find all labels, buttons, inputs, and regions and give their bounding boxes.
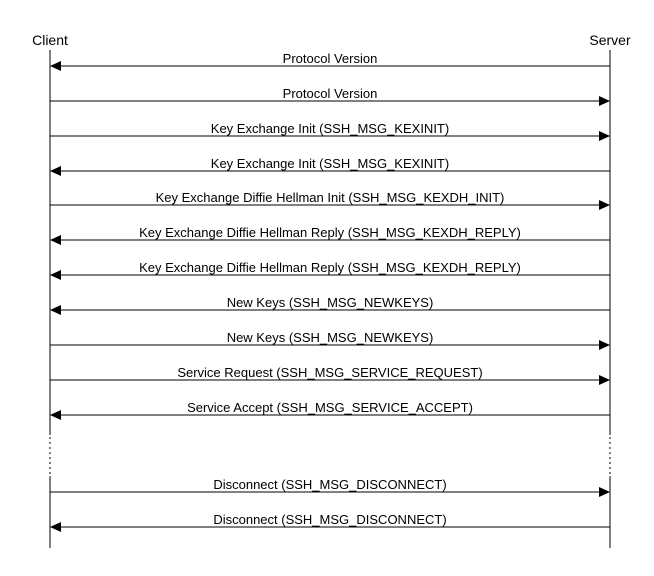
arrowhead-right-icon — [599, 487, 610, 497]
arrowhead-left-icon — [50, 410, 61, 420]
message-label: New Keys (SSH_MSG_NEWKEYS) — [227, 295, 434, 310]
message-label: Service Request (SSH_MSG_SERVICE_REQUEST… — [177, 365, 482, 380]
arrowhead-left-icon — [50, 166, 61, 176]
message-label: Protocol Version — [283, 86, 378, 101]
message-label: Key Exchange Init (SSH_MSG_KEXINIT) — [211, 121, 449, 136]
message-label: Protocol Version — [283, 51, 378, 66]
message-label: Disconnect (SSH_MSG_DISCONNECT) — [213, 477, 446, 492]
message-label: Disconnect (SSH_MSG_DISCONNECT) — [213, 512, 446, 527]
message-arrow: New Keys (SSH_MSG_NEWKEYS) — [50, 330, 610, 350]
arrowhead-right-icon — [599, 340, 610, 350]
arrowhead-right-icon — [599, 200, 610, 210]
arrowhead-left-icon — [50, 61, 61, 71]
arrowhead-left-icon — [50, 522, 61, 532]
message-label: New Keys (SSH_MSG_NEWKEYS) — [227, 330, 434, 345]
message-arrow: Service Accept (SSH_MSG_SERVICE_ACCEPT) — [50, 400, 610, 420]
arrowhead-right-icon — [599, 375, 610, 385]
message-arrow: Protocol Version — [50, 51, 610, 71]
arrowhead-right-icon — [599, 96, 610, 106]
server-participant-label: Server — [589, 32, 631, 48]
message-arrow: Disconnect (SSH_MSG_DISCONNECT) — [50, 512, 610, 532]
arrowhead-left-icon — [50, 305, 61, 315]
client-participant-label: Client — [32, 32, 68, 48]
message-label: Service Accept (SSH_MSG_SERVICE_ACCEPT) — [187, 400, 473, 415]
message-arrow: Key Exchange Init (SSH_MSG_KEXINIT) — [50, 156, 610, 176]
message-arrow: Disconnect (SSH_MSG_DISCONNECT) — [50, 477, 610, 497]
message-arrow: Key Exchange Init (SSH_MSG_KEXINIT) — [50, 121, 610, 141]
message-arrow: Key Exchange Diffie Hellman Reply (SSH_M… — [50, 225, 610, 245]
message-arrow: Key Exchange Diffie Hellman Reply (SSH_M… — [50, 260, 610, 280]
message-arrow: Protocol Version — [50, 86, 610, 106]
arrowhead-right-icon — [599, 131, 610, 141]
message-label: Key Exchange Init (SSH_MSG_KEXINIT) — [211, 156, 449, 171]
arrowhead-left-icon — [50, 235, 61, 245]
message-label: Key Exchange Diffie Hellman Reply (SSH_M… — [139, 260, 521, 275]
message-label: Key Exchange Diffie Hellman Reply (SSH_M… — [139, 225, 521, 240]
arrowhead-left-icon — [50, 270, 61, 280]
message-label: Key Exchange Diffie Hellman Init (SSH_MS… — [156, 190, 505, 205]
message-arrow: New Keys (SSH_MSG_NEWKEYS) — [50, 295, 610, 315]
message-arrow: Service Request (SSH_MSG_SERVICE_REQUEST… — [50, 365, 610, 385]
message-arrow: Key Exchange Diffie Hellman Init (SSH_MS… — [50, 190, 610, 210]
